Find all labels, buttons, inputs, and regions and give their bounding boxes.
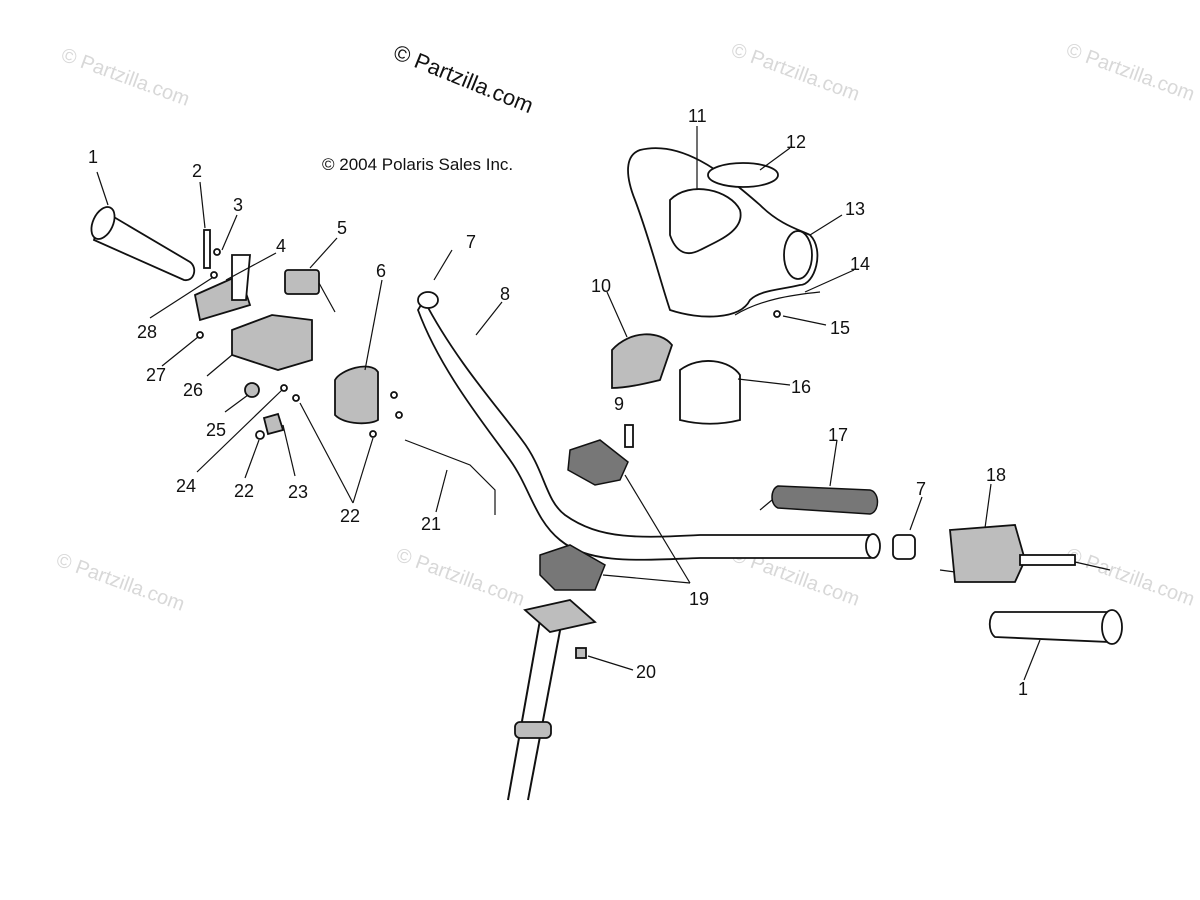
bolt: [624, 424, 634, 448]
watermark: © Partzilla.com: [58, 44, 192, 111]
wire-harness: [734, 291, 821, 316]
watermark: © Partzilla.com: [1063, 39, 1197, 106]
master-cylinder: [231, 314, 313, 371]
callout-label: 26: [183, 380, 203, 400]
riser-plate: [523, 599, 597, 633]
callout-label: 28: [137, 322, 157, 342]
callout-label: 4: [276, 236, 286, 256]
upper-clamp: [567, 439, 629, 486]
callout-label: 10: [591, 276, 611, 296]
callout-labels: 1 2 3 4 5 6 7 8 9 10 11 12 13 14 15 16 1…: [88, 106, 1028, 699]
handlebar-pod: [627, 147, 819, 318]
callout-label: 27: [146, 365, 166, 385]
callout-label: 17: [828, 425, 848, 445]
callout-label: 19: [689, 589, 709, 609]
copyright-text: © 2004 Polaris Sales Inc.: [322, 155, 513, 174]
bar-plug-right: [892, 534, 916, 560]
handlebar: [417, 298, 871, 561]
callout-label: 9: [614, 394, 624, 414]
callout-label: 20: [636, 662, 656, 682]
right-grip: [988, 609, 1123, 645]
watermark: © Partzilla.com: [53, 549, 187, 616]
callout-label: 13: [845, 199, 865, 219]
callout-label: 6: [376, 261, 386, 281]
callout-label: 11: [688, 106, 707, 126]
callout-label: 5: [337, 218, 347, 238]
callout-label: 22: [234, 481, 254, 501]
watermark: © Partzilla.com: [728, 39, 862, 106]
lower-cover: [611, 333, 674, 389]
left-grip: [90, 206, 196, 281]
callout-label: 1: [88, 147, 98, 167]
callout-label: 2: [192, 161, 202, 181]
callout-label: 14: [850, 254, 870, 274]
callout-label: 12: [786, 132, 806, 152]
callout-label: 25: [206, 420, 226, 440]
left-control-housing: [334, 365, 379, 425]
callout-label: 23: [288, 482, 308, 502]
callout-label: 1: [1018, 679, 1028, 699]
steering-post: [507, 619, 563, 801]
watermark: © Partzilla.com: [1063, 544, 1197, 611]
callout-label: 8: [500, 284, 510, 304]
callout-label: 16: [791, 377, 811, 397]
watermark-layer: © Partzilla.com © Partzilla.com © Partzi…: [53, 39, 1197, 616]
callout-label: 15: [830, 318, 850, 338]
watermark: © Partzilla.com: [393, 544, 527, 611]
bar-plug-left: [417, 291, 439, 309]
lower-clamp: [539, 544, 606, 591]
callout-label: 21: [421, 514, 441, 534]
small-hardware: [196, 248, 781, 440]
leader-lines: [96, 126, 1041, 681]
callout-label: 18: [986, 465, 1006, 485]
switch-housing: [284, 269, 336, 313]
callout-label: 24: [176, 476, 196, 496]
partzilla-watermark: © Partzilla.com: [390, 39, 537, 118]
throttle-cable: [404, 439, 496, 515]
callout-label: 7: [916, 479, 926, 499]
front-cover: [679, 360, 741, 425]
callout-label: 3: [233, 195, 243, 215]
brake-lever: [193, 229, 252, 322]
nut: [575, 647, 587, 659]
heated-grip: [759, 485, 879, 515]
callout-label: 22: [340, 506, 360, 526]
pod-decal: [707, 162, 779, 188]
callout-label: 7: [466, 232, 476, 252]
throttle-control: [939, 524, 1111, 583]
